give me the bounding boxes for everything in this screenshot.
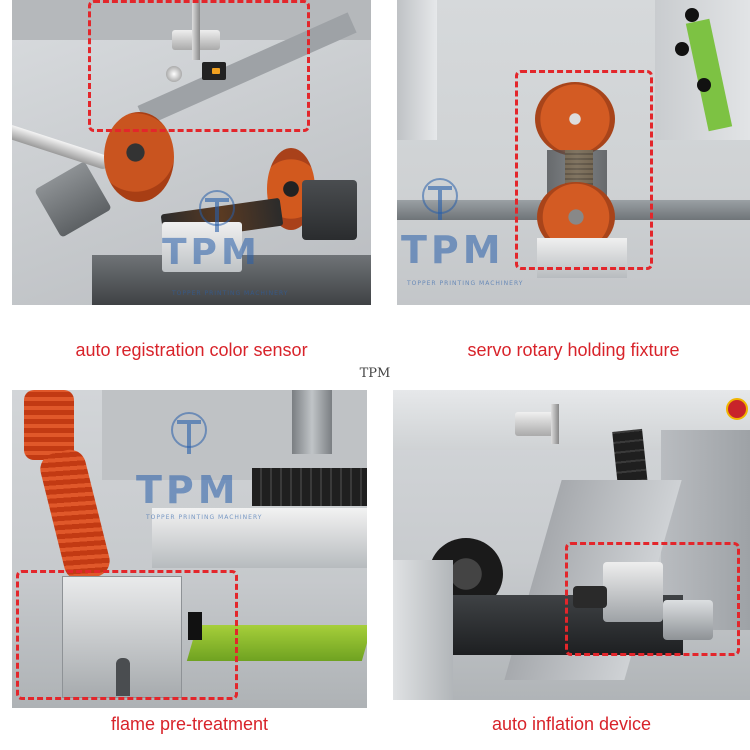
watermark-subtext: TOPPER PRINTING MACHINERY	[146, 514, 263, 521]
sensor-knob	[166, 66, 182, 82]
exhaust-hose	[24, 390, 74, 460]
highlight-box	[16, 570, 238, 700]
tpm-logo-icon	[422, 178, 458, 220]
photo-flame-pre-treatment: TPM TOPPER PRINTING MACHINERY	[12, 390, 367, 708]
emergency-stop-button	[726, 398, 748, 420]
servo-top-roller	[535, 82, 615, 156]
center-brand-mark: TPM	[359, 366, 391, 381]
cable-chain	[252, 468, 367, 506]
clamp-base	[537, 238, 627, 278]
watermark-text: TPM	[136, 468, 240, 512]
caption-servo-rotary-holding-fixture: servo rotary holding fixture	[467, 340, 680, 360]
sensor-bracket	[515, 412, 555, 436]
sensor-rod	[192, 0, 200, 60]
caption-auto-inflation-device: auto inflation device	[491, 714, 652, 734]
sensor-rod	[551, 404, 559, 444]
black-clamp	[188, 612, 202, 640]
clamp-block	[162, 222, 242, 272]
watermark-text: TPM	[401, 228, 505, 272]
aluminum-beam	[152, 508, 367, 568]
tpm-logo-icon	[171, 412, 207, 454]
flame-box-slot	[116, 658, 130, 696]
highlight-box	[515, 70, 653, 270]
watermark-subtext: TOPPER PRINTING MACHINERY	[172, 290, 289, 297]
inflation-valve-body	[603, 562, 663, 622]
left-bracket	[393, 560, 453, 700]
watermark-subtext: TOPPER PRINTING MACHINERY	[407, 280, 524, 287]
photo-auto-registration-color-sensor: TPM TOPPER PRINTING MACHINERY	[12, 0, 371, 305]
tpm-logo-icon	[199, 190, 235, 232]
machine-frame-left	[397, 0, 437, 140]
inflation-nozzle	[573, 586, 607, 608]
air-cylinder	[663, 600, 713, 640]
orange-roller-left	[104, 112, 174, 202]
highlight-box	[88, 0, 310, 132]
watermark-text: TPM	[162, 232, 261, 273]
caption-flame-pre-treatment: flame pre-treatment	[110, 714, 269, 734]
highlight-box	[565, 542, 740, 656]
servo-motor-top	[292, 390, 332, 454]
black-knob-2	[675, 42, 689, 56]
caption-auto-registration-color-sensor: auto registration color sensor	[75, 340, 308, 360]
black-knob-3	[697, 78, 711, 92]
roller-housing	[302, 180, 357, 240]
color-sensor-lens	[212, 68, 220, 74]
pneumatic-cylinder	[34, 161, 112, 238]
photo-auto-inflation-device	[393, 390, 750, 700]
photo-servo-rotary-holding-fixture: TPM TOPPER PRINTING MACHINERY	[397, 0, 750, 305]
black-knob-1	[685, 8, 699, 22]
